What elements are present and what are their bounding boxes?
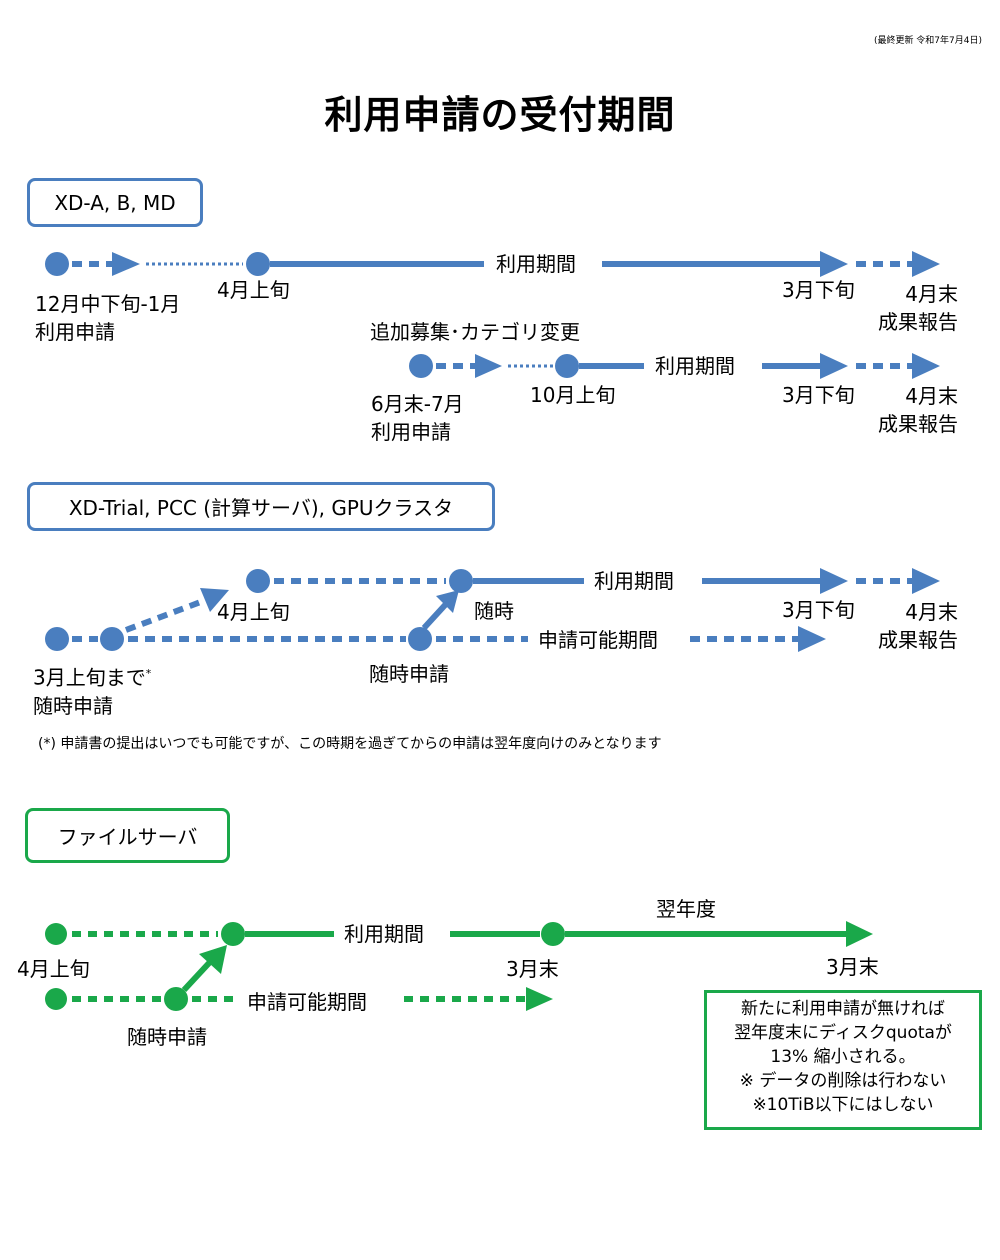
s2-timelines (45, 568, 940, 652)
s1-extra-end-label: 3月下旬 (782, 383, 855, 407)
s1-extra-report: 4月末 成果報告 (864, 382, 958, 438)
s1-report-line1: 4月末 (905, 282, 958, 306)
s1-extra-heading: 追加募集･カテゴリ変更 (370, 320, 580, 344)
s2-end-label: 3月下旬 (782, 598, 855, 622)
s3-category-label: ファイルサーバ (57, 825, 198, 849)
s1-extra-report-line1: 4月末 (905, 384, 958, 408)
s3-end-next-label: 3月末 (826, 955, 879, 979)
s2-category-box: XD-Trial, PCC (計算サーバ), GPUクラスタ (27, 482, 495, 531)
s1-extra-apply-line1: 6月末-7月 (371, 392, 464, 416)
s3-anytime-apply-label: 随時申請 (127, 1025, 207, 1049)
s3-info-line: 13% 縮小される。 (770, 1047, 916, 1067)
page-title: 利用申請の受付期間 (324, 93, 676, 137)
s1-report-line2: 成果報告 (878, 310, 958, 334)
s3-quota-info-box: 新たに利用申請が無ければ 翌年度末にディスクquotaが 13% 縮小される。 … (704, 990, 982, 1130)
s2-footnote-mark: * (145, 667, 152, 680)
s2-apply-deadline-line2: 随時申請 (33, 693, 113, 718)
s3-apply-possible-label: 申請可能期間 (247, 990, 367, 1014)
s3-info-line: 翌年度末にディスクquotaが (734, 1023, 952, 1043)
s1-category-label: XD-A, B, MD (54, 190, 176, 215)
s2-apply-deadline: 3月上旬まで* 随時申請 (33, 660, 151, 720)
s1-extra-usage-period-label: 利用期間 (655, 354, 735, 378)
last-updated: (最終更新 令和7年7月4日) (873, 36, 982, 46)
s1-apply-period: 12月中下旬-1月 利用申請 (35, 290, 180, 346)
s1-main-timeline (45, 251, 940, 277)
s3-usage-period-label: 利用期間 (344, 922, 424, 946)
s3-category-box: ファイルサーバ (25, 808, 230, 863)
s1-category-box: XD-A, B, MD (27, 178, 203, 227)
s3-timelines (45, 921, 873, 1011)
s2-category-label: XD-Trial, PCC (計算サーバ), GPUクラスタ (68, 496, 454, 520)
s1-extra-report-line2: 成果報告 (878, 412, 958, 436)
s1-extra-start-label: 10月上旬 (530, 383, 616, 407)
s3-info-line: 新たに利用申請が無ければ (741, 999, 945, 1019)
s2-anytime-label: 随時 (474, 599, 514, 623)
s2-footnote: (*) 申請書の提出はいつでも可能ですが、この時期を過ぎてからの申請は翌年度向け… (38, 736, 662, 752)
s1-usage-period-label: 利用期間 (496, 252, 576, 276)
s2-apply-deadline-line1: 3月上旬まで (33, 665, 146, 690)
s1-start-label: 4月上旬 (217, 278, 290, 302)
s3-start-label: 4月上旬 (17, 957, 90, 981)
s1-extra-apply-line2: 利用申請 (371, 420, 451, 444)
s2-anytime-apply-label: 随時申請 (369, 662, 449, 686)
s1-end-label: 3月下旬 (782, 278, 855, 302)
s3-info-line: ※10TiB以下にはしない (752, 1095, 934, 1115)
s1-extra-apply: 6月末-7月 利用申請 (371, 390, 464, 446)
s1-extra-timeline (409, 353, 940, 379)
s1-apply-period-line2: 利用申請 (35, 320, 115, 344)
s3-end-current-label: 3月末 (506, 957, 559, 981)
s2-usage-period-label: 利用期間 (594, 569, 674, 593)
s2-report-line2: 成果報告 (878, 628, 958, 652)
s3-info-line: ※ データの削除は行わない (739, 1071, 947, 1091)
s1-report: 4月末 成果報告 (864, 280, 958, 336)
s3-next-year-label: 翌年度 (656, 897, 716, 921)
s2-report-line1: 4月末 (905, 600, 958, 624)
s2-apply-possible-label: 申請可能期間 (538, 628, 658, 652)
s1-apply-period-line1: 12月中下旬-1月 (35, 292, 181, 316)
s2-start-label: 4月上旬 (217, 600, 290, 624)
s2-report: 4月末 成果報告 (864, 598, 958, 654)
